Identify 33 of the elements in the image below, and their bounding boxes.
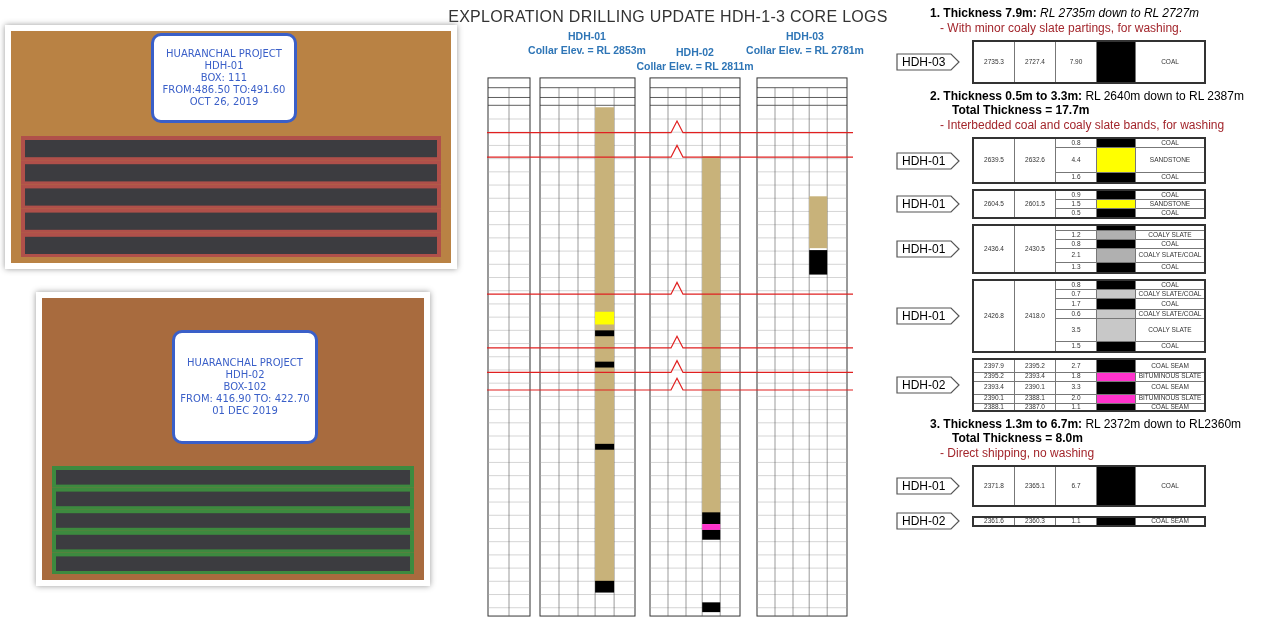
column-heading: HDH-01 <box>568 30 606 42</box>
column-heading: HDH-02 <box>676 46 714 58</box>
hole-tag: HDH-02 <box>896 512 960 530</box>
note-text: - Interbedded coal and coaly slate bands, for washing <box>939 118 1226 132</box>
sign-text: 01 DEC 2019 <box>212 405 278 417</box>
hole-tag: HDH-02 <box>896 376 960 394</box>
sign-text: OCT 26, 2019 <box>189 96 259 108</box>
page-title: EXPLORATION DRILLING UPDATE HDH-1-3 CORE LOGS <box>448 8 888 26</box>
column-heading: HDH-03 <box>786 30 824 42</box>
collar-elevation: Collar Elev. = RL 2781m <box>746 44 864 56</box>
note-text: - Direct shipping, no washing <box>939 446 1096 460</box>
total-thickness-text: Total Thickness = 17.7m <box>951 103 1091 117</box>
hole-tag: HDH-01 <box>896 307 960 325</box>
total-thickness-text: Total Thickness = 8.0m <box>951 431 1084 445</box>
section-heading: 1. Thickness 7.9m: RL 2735m down to RL 2727m <box>929 6 1201 20</box>
sign-text: HDH-01 <box>204 60 244 72</box>
collar-elevation: Collar Elev. = RL 2853m <box>528 44 646 56</box>
sign-text: HUARANCHAL PROJECT <box>187 357 303 369</box>
collar-elevation: Collar Elev. = RL 2811m <box>636 60 754 72</box>
section-heading: 3. Thickness 1.3m to 6.7m: RL 2372m down to RL2360m <box>929 417 1243 431</box>
hole-tag: HDH-01 <box>896 195 960 213</box>
section-heading: 2. Thickness 0.5m to 3.3m: RL 2640m down to RL 2387m <box>929 89 1245 103</box>
hole-tag: HDH-01 <box>896 477 960 495</box>
hole-tag: HDH-03 <box>896 53 960 71</box>
hole-tag: HDH-01 <box>896 151 960 170</box>
note-text: - With minor coaly slate partings, for washing. <box>939 21 1184 35</box>
sign-text: BOX: 111 <box>200 72 248 84</box>
sign-text: HDH-02 <box>225 369 265 381</box>
sign-text: FROM:486.50 TO:491.60 <box>162 84 286 96</box>
sign-text: HUARANCHAL PROJECT <box>166 48 282 60</box>
sign-text: BOX-102 <box>223 381 267 393</box>
hole-tag: HDH-01 <box>896 240 960 258</box>
sign-text: FROM: 416.90 TO: 422.70 <box>180 393 310 405</box>
